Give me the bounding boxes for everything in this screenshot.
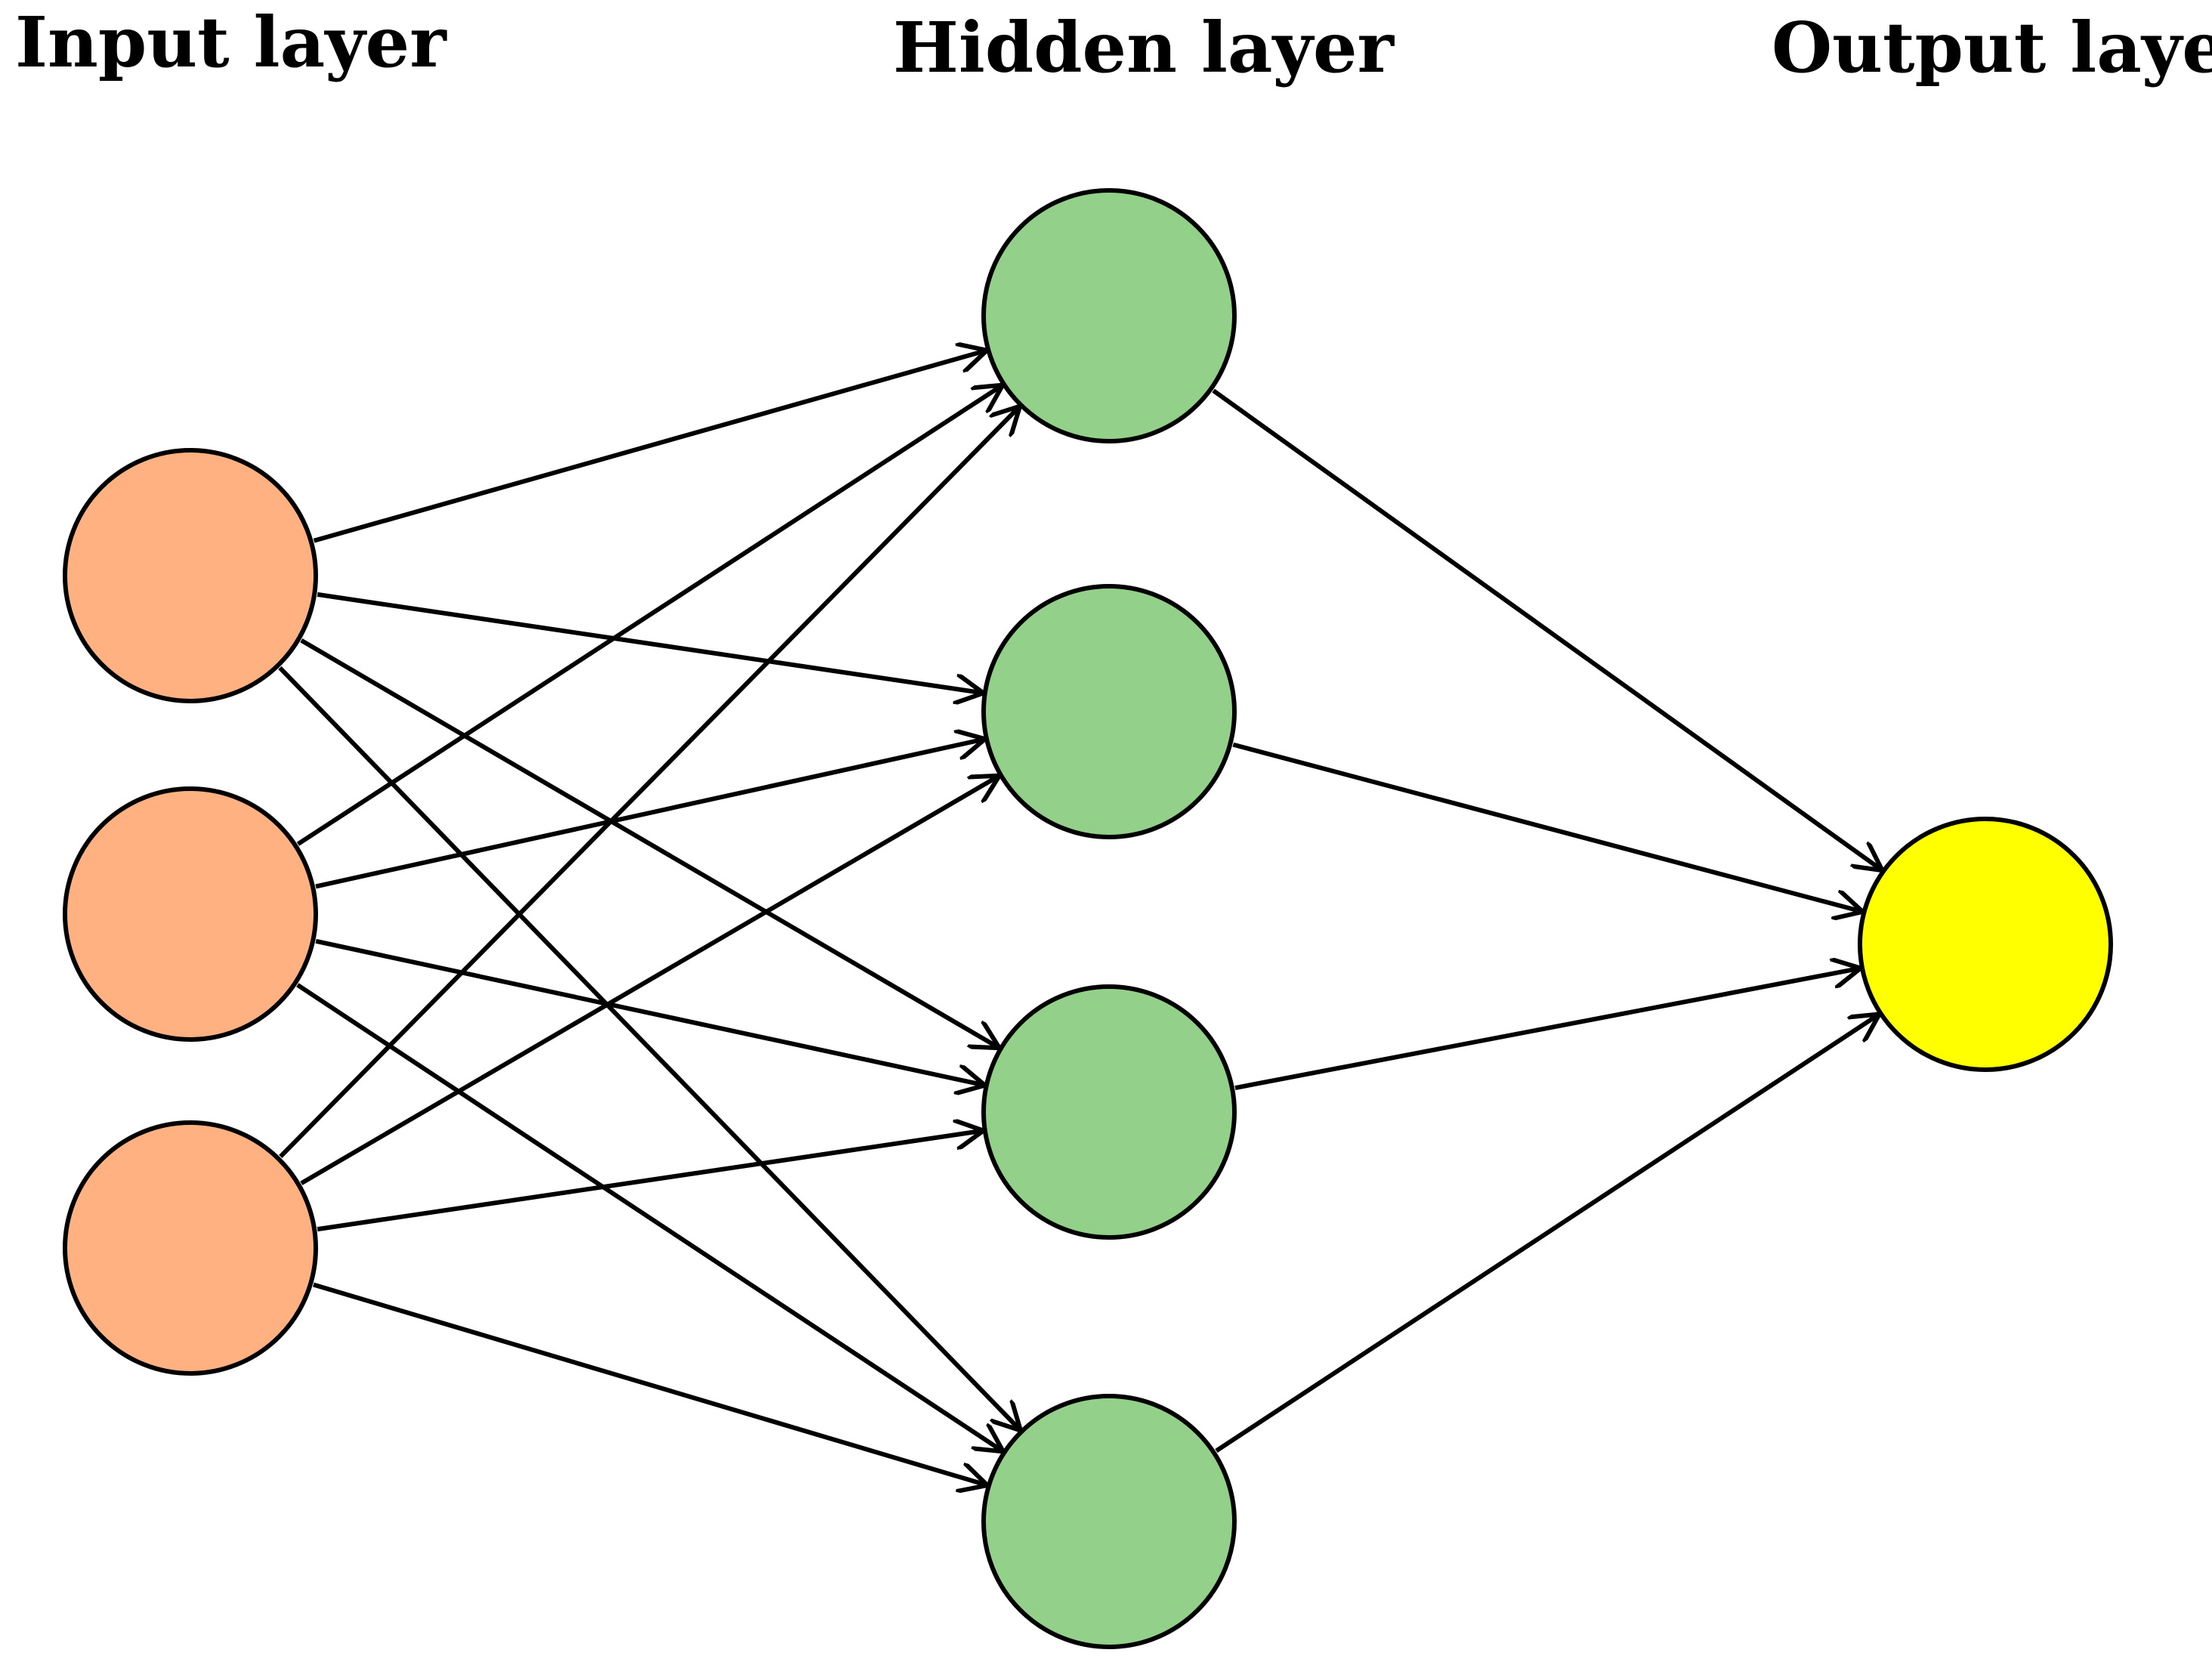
connections-group: [278, 351, 1882, 1486]
connection-input-1-to-hidden-4: [278, 666, 1021, 1431]
output-node-1: [1858, 817, 2113, 1072]
hidden-node-3: [981, 984, 1237, 1240]
connection-input-3-to-hidden-2: [300, 776, 999, 1185]
connection-input-2-to-hidden-4: [296, 983, 1003, 1452]
connection-hidden-2-to-output-1: [1232, 742, 1862, 912]
output-layer-title: Output layer: [1772, 7, 2212, 88]
connection-input-3-to-hidden-1: [279, 406, 1020, 1159]
input-node-3: [63, 1120, 318, 1376]
connection-hidden-4-to-output-1: [1215, 1014, 1880, 1453]
input-node-2: [63, 786, 318, 1042]
connection-input-2-to-hidden-2: [315, 739, 985, 889]
connection-input-2-to-hidden-3: [315, 938, 985, 1086]
input-layer-title: Input layer: [15, 2, 447, 83]
connection-input-1-to-hidden-2: [317, 592, 984, 694]
connection-input-2-to-hidden-1: [296, 385, 1003, 846]
connection-hidden-3-to-output-1: [1234, 968, 1861, 1090]
connection-hidden-1-to-output-1: [1212, 388, 1882, 870]
connection-input-1-to-hidden-3: [300, 638, 999, 1049]
hidden-node-1: [981, 188, 1237, 443]
connection-input-1-to-hidden-1: [313, 351, 987, 543]
connection-input-3-to-hidden-3: [317, 1131, 984, 1232]
hidden-layer-title: Hidden layer: [893, 7, 1395, 88]
input-node-1: [63, 448, 318, 703]
hidden-node-4: [981, 1394, 1237, 1649]
connection-input-3-to-hidden-4: [313, 1282, 987, 1486]
nodes-group: [63, 188, 2113, 1649]
hidden-node-2: [981, 584, 1237, 839]
